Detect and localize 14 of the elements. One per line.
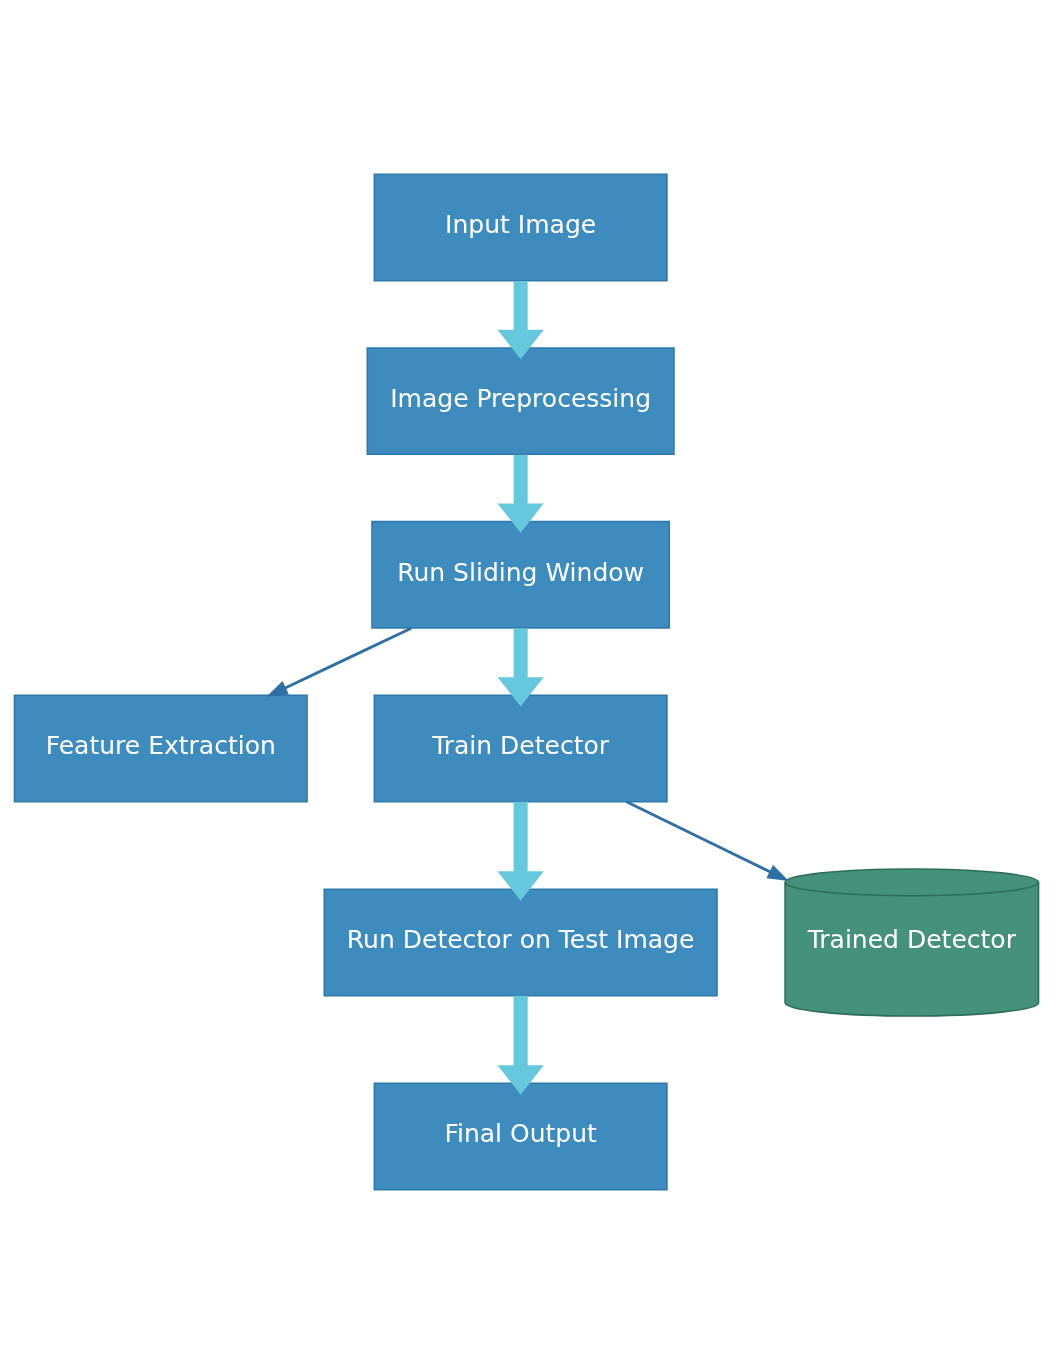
node-box: Run Detector on Test Image	[323, 888, 718, 996]
node-box: Image Preprocessing	[366, 346, 675, 455]
node-box: Run Sliding Window	[371, 520, 671, 629]
arrow	[625, 799, 789, 881]
arrow	[497, 280, 544, 359]
arrow	[497, 454, 544, 533]
node-box: Input Image	[373, 173, 668, 281]
arrow	[497, 628, 544, 707]
node-box: Train Detector	[373, 694, 668, 802]
arrow	[266, 626, 412, 697]
node-box: Final Output	[373, 1082, 668, 1190]
arrow	[497, 801, 544, 901]
arrow	[497, 995, 544, 1095]
node-box: Feature Extraction	[13, 694, 308, 802]
